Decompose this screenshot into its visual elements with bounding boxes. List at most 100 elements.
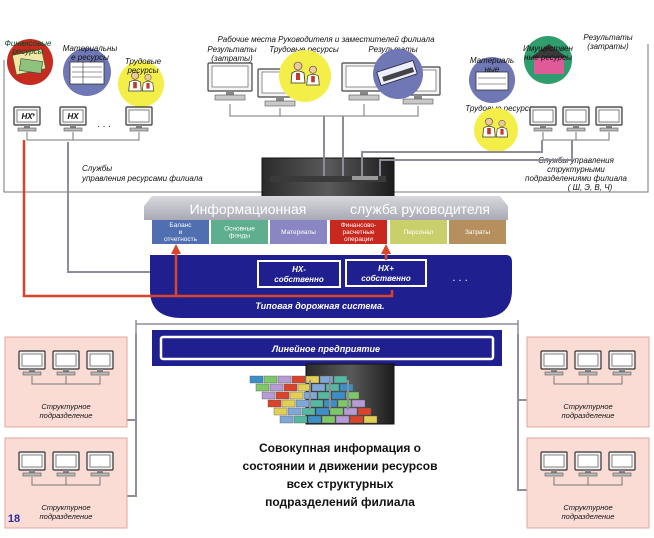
module-tile[interactable] <box>152 220 209 244</box>
linear-enterprise-label: Линейное предприятие <box>271 344 380 354</box>
nhplus-own-label-1: НХ+ <box>378 264 394 273</box>
nh-own-label-2: собственно <box>274 275 324 284</box>
module-label: и <box>179 229 183 236</box>
material-resources-label-2: е ресурсы <box>71 53 109 62</box>
left-ellipsis: . . . <box>97 119 111 130</box>
stack-block <box>269 383 284 392</box>
slide-number: 18 <box>8 513 20 525</box>
module-label: Баланс <box>169 222 192 229</box>
module-tile[interactable] <box>330 220 387 244</box>
top-workstation-1[interactable] <box>207 62 253 101</box>
division-label: Структурное <box>563 503 612 512</box>
results-costs-right-2: (затраты) <box>587 42 629 51</box>
property-resources: Имуществен ные ресурсы <box>523 36 573 84</box>
summary-line-2: состоянии и движении ресурсов <box>243 459 438 473</box>
stack-block <box>319 375 334 384</box>
nhplus-own-label-2: собственно <box>361 274 411 283</box>
stack-block <box>295 399 310 408</box>
results-costs-right-1: Результаты <box>583 33 632 42</box>
module-tile[interactable] <box>449 220 506 244</box>
stack-block <box>263 375 278 384</box>
results-costs-left-2: (затраты) <box>211 54 253 63</box>
nhplus-own-box[interactable] <box>345 259 427 287</box>
typical-system-label: Типовая дорожная система. <box>255 301 384 311</box>
labor-resources-center-label: Трудовые ресурсы <box>269 45 339 54</box>
right-workstations <box>529 106 623 141</box>
stack-block <box>349 415 364 424</box>
results-center <box>373 49 423 99</box>
module-tile[interactable] <box>211 220 268 244</box>
module-tile[interactable] <box>270 220 327 244</box>
stack-block <box>345 391 360 400</box>
right-services-caption-2: структурными <box>547 165 605 174</box>
stack-block <box>283 383 298 392</box>
module-label: отчетность <box>164 236 198 243</box>
linear-enterprise-box[interactable] <box>159 335 495 361</box>
right-services-caption-3: подразделениями филиала <box>525 174 627 183</box>
right-workstation-3[interactable] <box>595 106 623 132</box>
stack-block <box>289 391 304 400</box>
labor-resources-left-label-2: ресурсы <box>126 66 158 75</box>
property-resources-label-2: ные ресурсы <box>524 53 572 62</box>
stack-links <box>126 334 528 497</box>
info-service-header <box>144 196 508 220</box>
stack-block <box>275 391 290 400</box>
division-label: подразделение <box>40 411 93 420</box>
svg-text:+: + <box>32 113 36 119</box>
left-services-caption-1: Службы <box>82 164 112 173</box>
stack-block <box>261 391 276 400</box>
material-resources-label-1: Материальны <box>63 44 118 53</box>
module-label: Материалы <box>281 229 316 236</box>
left-workstation-3[interactable] <box>125 106 153 132</box>
stack-block <box>267 399 282 408</box>
stack-block <box>301 407 316 416</box>
stack-block <box>329 407 344 416</box>
left-workstations: НХ + НХ . . . <box>13 106 153 141</box>
division-label: Структурное <box>41 402 90 411</box>
stack-block <box>343 407 358 416</box>
stack-block <box>277 375 292 384</box>
stack-block <box>287 407 302 416</box>
gray-links <box>67 116 573 273</box>
stack-block <box>335 415 350 424</box>
right-workstation-2[interactable] <box>562 106 590 132</box>
module-label: Затраты <box>465 229 490 236</box>
nhplus-label: НХ <box>21 112 33 121</box>
central-server <box>261 157 395 199</box>
division-label: Структурное <box>563 402 612 411</box>
module-label: фонды <box>229 233 250 240</box>
nh-own-box[interactable] <box>257 260 341 288</box>
stack-block <box>333 375 348 384</box>
stack-block <box>315 407 330 416</box>
summary-line-4: подразделений филиала <box>265 495 415 509</box>
division-label: подразделение <box>40 512 93 521</box>
material-right: Материаль ные <box>469 56 515 103</box>
stack-block <box>273 407 288 416</box>
division-label: Структурное <box>41 503 90 512</box>
division-label: подразделение <box>562 411 615 420</box>
structural-divisions: СтруктурноеподразделениеСтруктурноеподра… <box>4 336 650 529</box>
stack-block <box>291 375 306 384</box>
band-ellipsis: . . . <box>452 272 467 284</box>
module-label: Персонал <box>404 229 434 236</box>
summary-line-1: Совокупная информация о <box>259 441 421 455</box>
info-service-title-left: Информационная <box>190 201 307 217</box>
module-label: расчетные <box>342 229 374 236</box>
results-costs-left-1: Результаты <box>207 45 256 54</box>
financial-resources-label-2: ресурсы <box>11 47 43 56</box>
right-workstation-1[interactable] <box>529 106 557 132</box>
left-services-caption-2: управления ресурсами филиала <box>81 174 203 183</box>
stack-block <box>249 375 264 384</box>
data-stack <box>249 363 395 425</box>
module-tile[interactable] <box>390 220 447 244</box>
module-label: операции <box>344 236 373 243</box>
module-label: Основные <box>224 226 255 233</box>
material-right-label-1: Материаль <box>470 56 514 65</box>
